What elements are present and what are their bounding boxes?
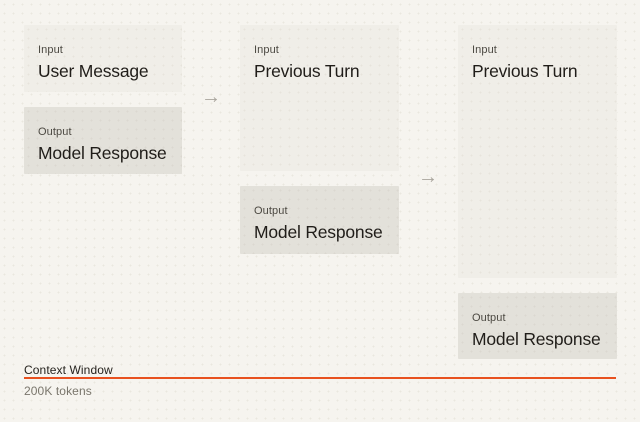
turn1-output-label: Output (38, 126, 72, 138)
right-arrow-icon: → (418, 166, 438, 188)
turn1-output-title: Model Response (38, 143, 167, 163)
turn3-output-label: Output (472, 312, 506, 324)
turn1-input-box: Input User Message (24, 25, 182, 92)
turn2-output-title: Model Response (254, 222, 383, 242)
turn3-output-title: Model Response (472, 329, 601, 349)
context-window-rule (24, 377, 616, 379)
turn3-input-box: Input Previous Turn (458, 25, 617, 278)
turn1-output-box: Output Model Response (24, 107, 182, 174)
turn2-input-box: Input Previous Turn (240, 25, 399, 171)
turn2-input-title: Previous Turn (254, 61, 360, 81)
turn3-output-box: Output Model Response (458, 293, 617, 359)
turn2-output-label: Output (254, 205, 288, 217)
turn1-input-title: User Message (38, 61, 149, 81)
turn3-input-title: Previous Turn (472, 61, 578, 81)
right-arrow-icon: → (201, 86, 221, 108)
token-count-label: 200K tokens (24, 384, 92, 398)
turn1-input-label: Input (38, 44, 63, 56)
turn2-input-label: Input (254, 44, 279, 56)
context-window-label: Context Window (24, 363, 113, 377)
turn2-output-box: Output Model Response (240, 186, 399, 254)
turn3-input-label: Input (472, 44, 497, 56)
